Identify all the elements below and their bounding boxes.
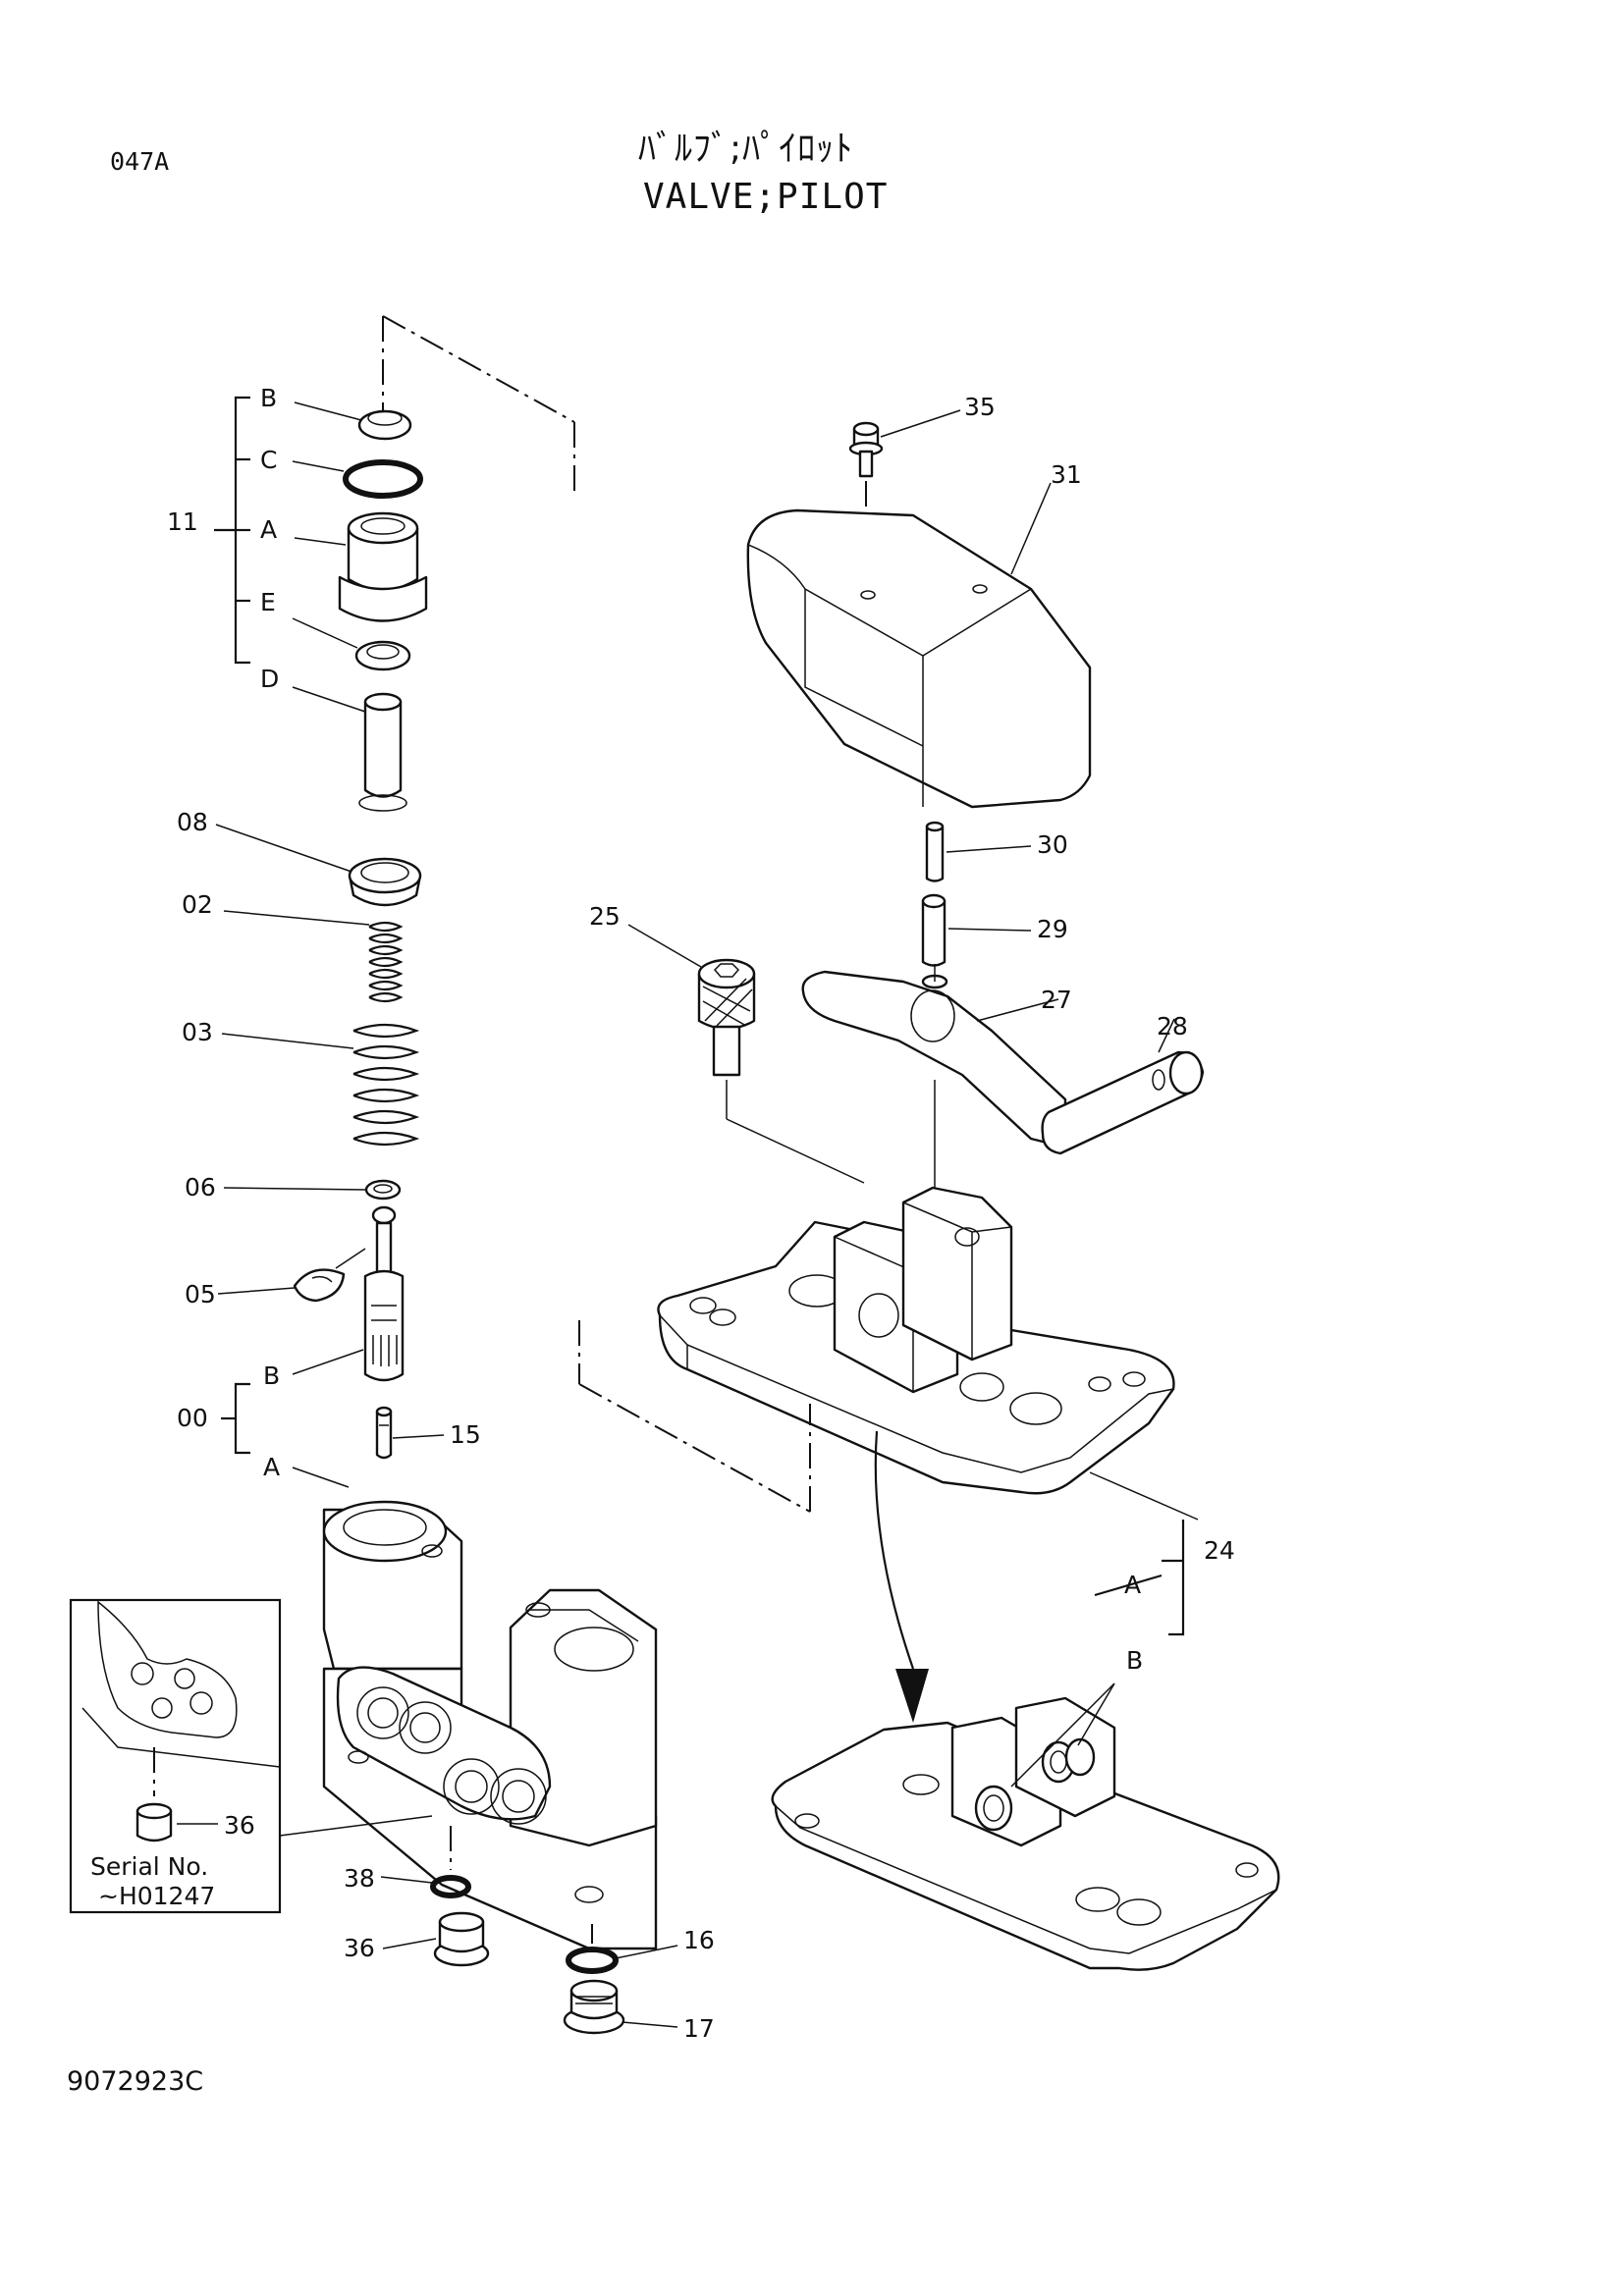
callout-29: 29: [1037, 915, 1068, 943]
callout-24: 24: [1204, 1536, 1235, 1565]
title-japanese: ﾊﾞﾙﾌﾞ;ﾊﾟｲﾛｯﾄ: [638, 129, 854, 169]
part-03-outer-spring: [221, 1023, 420, 1147]
assembly-line-upper-left: [382, 315, 575, 491]
callout-11-d: D: [260, 665, 279, 693]
callout-16: 16: [683, 1926, 715, 1954]
part-05-clip: [217, 1248, 366, 1303]
callout-11-b: B: [260, 384, 277, 412]
part-36-plug: [382, 1911, 490, 1967]
callout-31: 31: [1051, 460, 1082, 489]
part-11-e-washer: [292, 617, 411, 671]
callout-05: 05: [185, 1280, 216, 1308]
part-28-shaft: [1041, 1018, 1205, 1155]
callout-30: 30: [1037, 830, 1068, 859]
part-11-b-seal: [294, 401, 412, 441]
callout-11-a: A: [260, 515, 277, 544]
part-06-washer: [223, 1179, 402, 1201]
callout-28: 28: [1157, 1012, 1188, 1041]
callout-group-00: 00: [177, 1404, 208, 1432]
callout-00-b: B: [263, 1362, 280, 1390]
part-38-oring: [380, 1826, 471, 1898]
part-24-base-plate: [657, 1186, 1199, 1521]
part-11-d-plunger: [292, 686, 407, 812]
part-16-oring: [566, 1924, 678, 1974]
bracket-group-00: [221, 1382, 250, 1455]
part-31-cover: [746, 482, 1092, 809]
part-30-pin: [925, 821, 1032, 882]
callout-36: 36: [344, 1934, 375, 1962]
page-code: 047A: [110, 147, 170, 176]
assembly-line-plate-to-body: [578, 1320, 811, 1513]
part-24-detail-plate: [771, 1682, 1280, 1971]
callout-24-a: A: [1124, 1571, 1141, 1599]
valve-body: [322, 1500, 658, 1950]
part-25-bolt: [627, 924, 865, 1184]
callout-24-b: B: [1126, 1646, 1143, 1675]
bracket-plate-ab: [1094, 1520, 1185, 1636]
direction-arrow: [874, 1430, 929, 1723]
inset-serial-label: Serial No.: [90, 1852, 208, 1881]
callout-17: 17: [683, 2014, 715, 2043]
callout-36-inset: 36: [224, 1811, 255, 1840]
callout-27: 27: [1041, 986, 1072, 1014]
callout-group-11: 11: [167, 507, 198, 536]
callout-25: 25: [589, 902, 621, 931]
part-02-inner-spring: [223, 910, 404, 1003]
callout-06: 06: [185, 1173, 216, 1201]
page-title: VALVE;PILOT: [643, 177, 889, 217]
part-35-screw: [848, 409, 961, 589]
part-15-pin: [375, 1406, 445, 1460]
callout-03: 03: [182, 1018, 213, 1046]
callout-08: 08: [177, 808, 208, 836]
serial-inset-box: [69, 1598, 433, 1914]
part-17-plug: [563, 1979, 678, 2035]
bracket-group-11: [214, 396, 250, 665]
part-08-spring-seat: [215, 824, 422, 907]
callout-15: 15: [450, 1420, 481, 1449]
callout-00-a: A: [263, 1453, 280, 1481]
part-11-c-oring: [292, 459, 423, 499]
callout-11-c: C: [260, 446, 277, 474]
part-00-b-spool: [292, 1205, 405, 1382]
inset-serial-range: ~H01247: [98, 1882, 215, 1910]
part-11-a-bushing: [294, 511, 428, 622]
callout-02: 02: [182, 890, 213, 919]
part-29-sleeve: [921, 893, 1032, 967]
leader-00-a: [292, 1467, 350, 1488]
callout-38: 38: [344, 1864, 375, 1893]
callout-11-e: E: [260, 588, 276, 616]
callout-35: 35: [964, 393, 996, 421]
drawing-number: 9072923C: [67, 2066, 204, 2097]
